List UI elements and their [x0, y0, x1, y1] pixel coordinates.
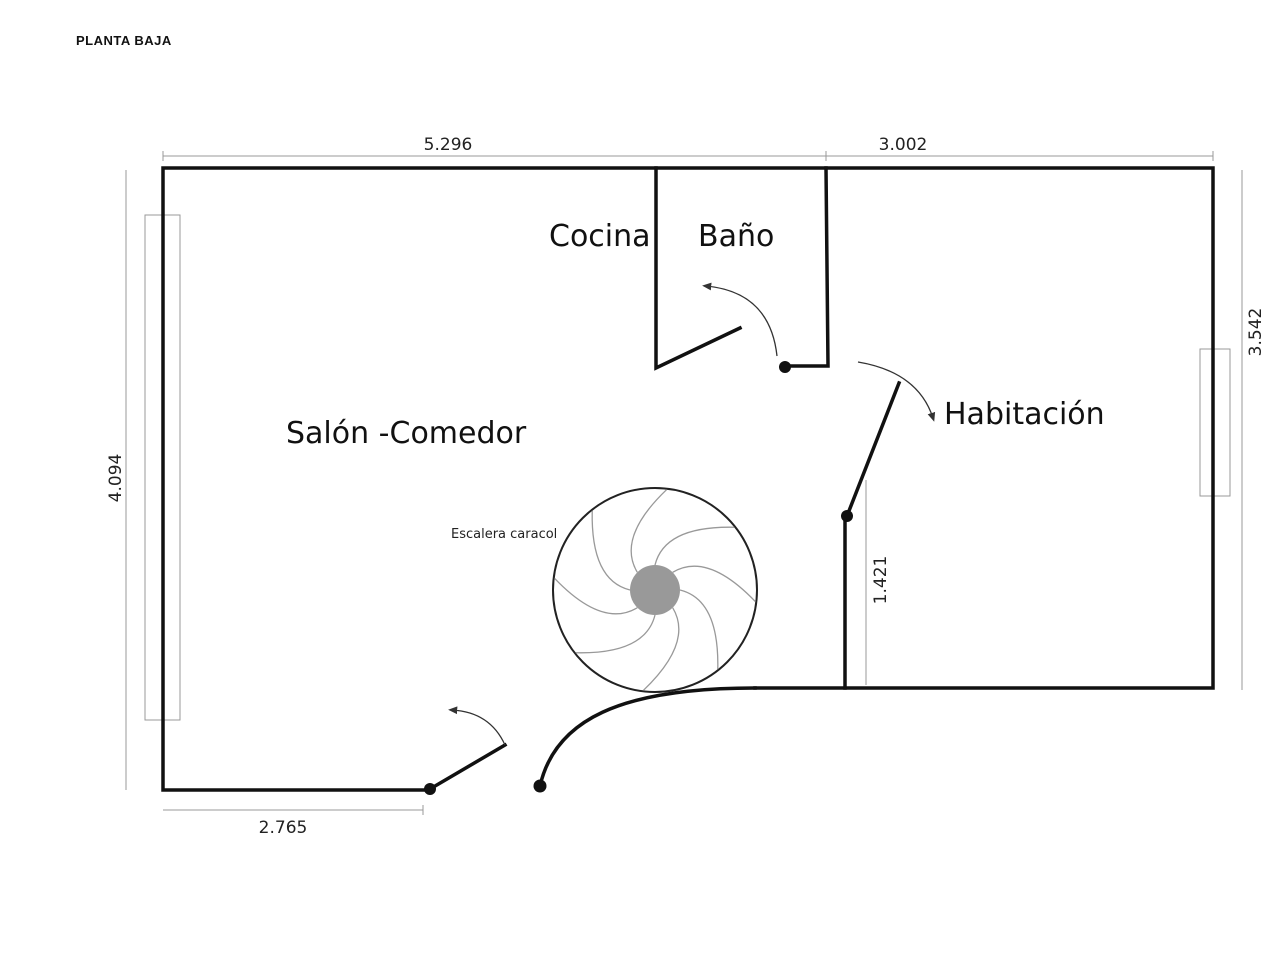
- stair-tread: [679, 589, 719, 670]
- dim-top-left: 5.296: [424, 135, 473, 155]
- dim-right: 3.542: [1246, 308, 1266, 357]
- walls: [161, 166, 1215, 792]
- stair-tread: [554, 578, 638, 615]
- room-label-bano: Baño: [698, 219, 774, 254]
- dim-top-right: 3.002: [879, 135, 928, 155]
- dimension-lines: [125, 151, 1243, 815]
- stair-hub: [630, 565, 680, 615]
- plan-title: PLANTA BAJA: [76, 33, 172, 48]
- door-bedroom: [841, 361, 936, 522]
- dim-left: 4.094: [106, 454, 126, 503]
- door-bathroom: [702, 282, 791, 373]
- stair-tread: [643, 607, 680, 691]
- room-label-salon: Salón -Comedor: [286, 416, 527, 451]
- dim-bottom: 2.765: [259, 818, 308, 838]
- door-entrance: [424, 706, 547, 795]
- staircase-outline: [552, 487, 758, 693]
- room-label-habitacion: Habitación: [944, 397, 1105, 432]
- room-label-cocina: Cocina: [549, 219, 651, 254]
- stair-tread: [630, 489, 667, 573]
- staircase-label: Escalera caracol: [451, 527, 557, 542]
- dim-partition: 1.421: [871, 556, 891, 605]
- stair-tread: [672, 565, 756, 602]
- stair-tread: [575, 614, 656, 654]
- stair-tread: [654, 526, 735, 566]
- window-right: [1199, 348, 1231, 497]
- stair-tread: [591, 510, 631, 591]
- spiral-staircase: [552, 487, 758, 693]
